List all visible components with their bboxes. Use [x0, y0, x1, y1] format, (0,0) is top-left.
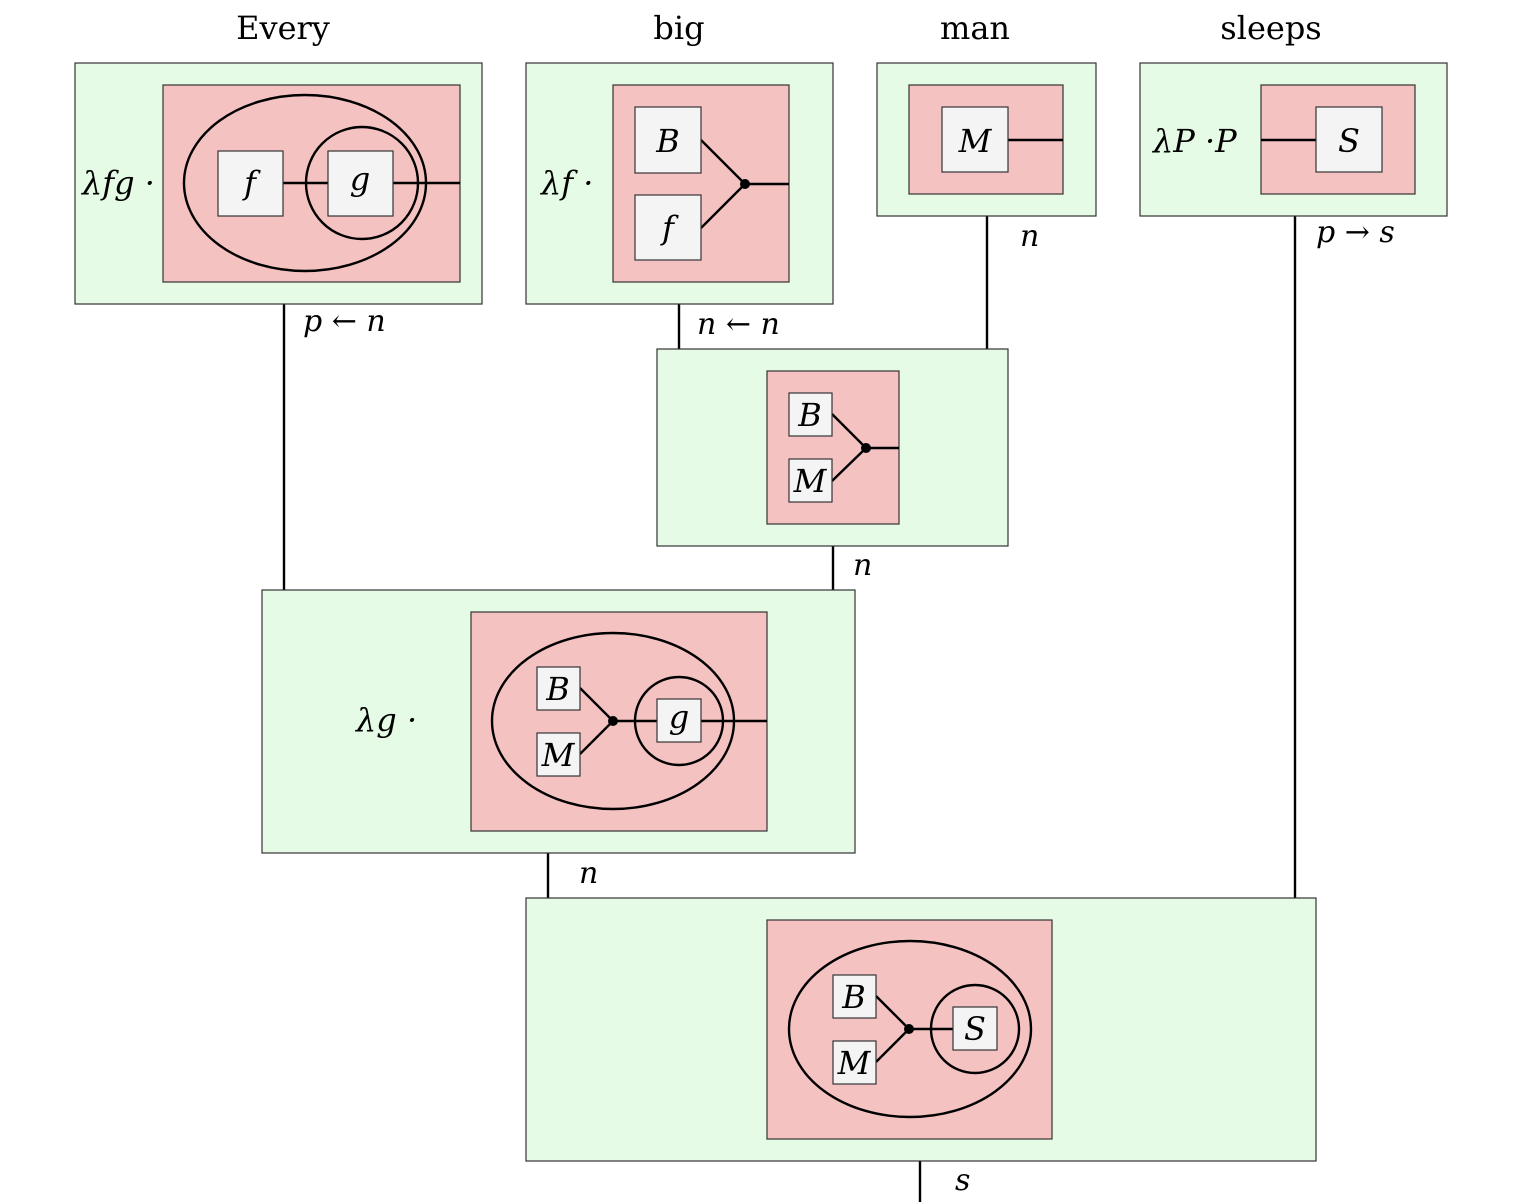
wire-labels: n p → s p ← n n ← n n n s: [303, 215, 1395, 1198]
word-every: Every: [236, 9, 330, 47]
final-m-box: [832, 1040, 877, 1085]
middle-block: λg · B M g: [261, 589, 856, 854]
word-big: big: [653, 9, 704, 47]
final-inner-box: [766, 919, 1053, 1140]
man-block: M: [876, 62, 1097, 217]
final-wire-b: [875, 995, 910, 1030]
big-f-box: [634, 194, 702, 261]
final-b-box: [832, 974, 877, 1019]
final-b-label: B: [841, 978, 866, 1016]
middle-merge-dot: [608, 716, 618, 726]
sleeps-s-box: [1315, 106, 1383, 173]
bigman-b-box: [788, 392, 833, 437]
final-s-label: S: [964, 1010, 986, 1048]
bigman-merge-dot: [861, 443, 871, 453]
big-b-box: [634, 106, 702, 174]
final-m-label: M: [837, 1044, 872, 1082]
connecting-wires: [282, 216, 1297, 1202]
bigman-m-label: M: [793, 462, 828, 500]
middle-b-box: [536, 666, 581, 711]
middle-m-box: [536, 732, 581, 777]
big-wire-f: [700, 183, 746, 229]
every-g-label: g: [350, 160, 370, 198]
middle-g-label: g: [669, 698, 689, 736]
sleeps-lambda: λP ·P: [1151, 122, 1237, 160]
final-outer-bubble: [787, 939, 1033, 1119]
big-merge-dot: [740, 179, 750, 189]
final-s-box: [952, 1006, 998, 1051]
bigman-m-box: [788, 458, 833, 503]
every-lambda: λfg ·: [80, 164, 155, 202]
man-m-box: [941, 106, 1009, 173]
bigman-wire-b: [831, 413, 867, 449]
every-f-box: [217, 150, 284, 217]
label-big-out: n ← n: [697, 307, 780, 342]
middle-b-label: B: [545, 670, 570, 708]
sleeps-s-label: S: [1338, 122, 1360, 160]
final-wire-m: [875, 1028, 910, 1063]
label-final-out: s: [955, 1163, 970, 1198]
word-sleeps: sleeps: [1220, 9, 1321, 47]
bigman-wire-m: [831, 447, 867, 482]
middle-wire-b: [579, 687, 614, 722]
final-merge-dot: [904, 1024, 914, 1034]
middle-g-box: [656, 698, 702, 743]
big-wire-b: [700, 139, 746, 185]
every-block: λfg · f g: [74, 62, 483, 305]
bigman-block: B M: [656, 348, 1009, 547]
bigman-b-label: B: [797, 396, 822, 434]
middle-m-label: M: [541, 736, 576, 774]
label-sleeps-out: p → s: [1316, 215, 1395, 250]
every-g-box: [327, 150, 394, 217]
big-lambda: λf ·: [539, 164, 593, 202]
man-m-label: M: [958, 122, 993, 160]
middle-lambda: λg ·: [354, 701, 417, 739]
word-man: man: [940, 9, 1010, 47]
sleeps-block: λP ·P S: [1139, 62, 1448, 217]
label-bigman-out: n: [853, 548, 872, 583]
middle-wire-m: [579, 720, 614, 755]
big-b-label: B: [655, 122, 680, 160]
final-block: B M S: [525, 897, 1317, 1162]
label-middle-out: n: [579, 856, 598, 891]
big-block: λf · B f: [525, 62, 834, 305]
label-every-out: p ← n: [303, 304, 386, 339]
label-man-out: n: [1020, 219, 1039, 254]
